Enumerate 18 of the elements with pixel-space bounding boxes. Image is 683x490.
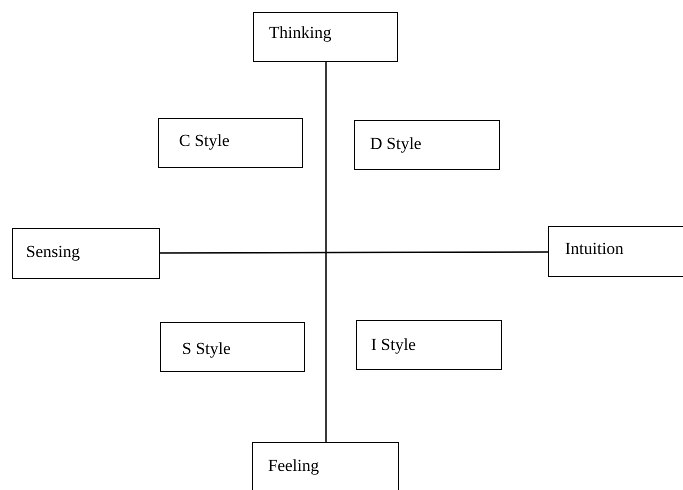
axis-line — [160, 251, 548, 254]
label-box — [252, 442, 399, 490]
label-box — [548, 226, 683, 277]
label-box — [160, 322, 305, 372]
box-label: Intuition — [565, 239, 624, 259]
box-label: S Style — [182, 339, 231, 359]
box-label: Feeling — [268, 456, 319, 476]
axis-line — [325, 62, 327, 442]
label-box — [356, 320, 502, 370]
box-label: Sensing — [26, 242, 80, 262]
box-label: C Style — [179, 131, 230, 151]
box-label: D Style — [370, 134, 422, 154]
label-box — [158, 118, 303, 168]
label-box — [253, 12, 398, 62]
label-box — [12, 228, 160, 279]
label-box — [354, 120, 500, 170]
box-label: I Style — [371, 335, 416, 355]
box-label: Thinking — [269, 23, 332, 43]
